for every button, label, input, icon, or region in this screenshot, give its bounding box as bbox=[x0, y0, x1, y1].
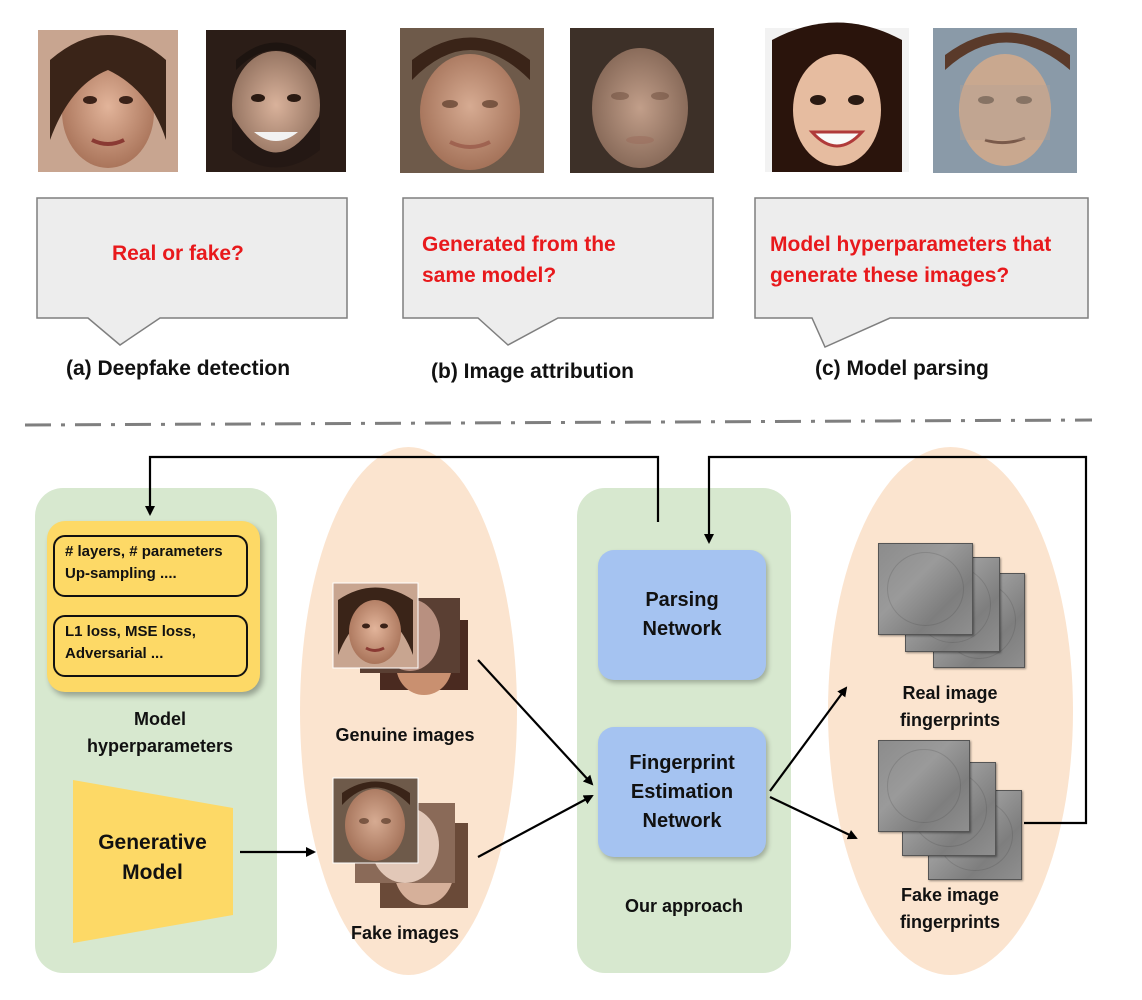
fake-images-label: Fake images bbox=[350, 923, 460, 943]
fake-images-stack bbox=[332, 777, 468, 908]
arrow-network-to-fake-fingerprints bbox=[769, 796, 858, 840]
top-graphics bbox=[24, 22, 1093, 427]
fake-fingerprints-label: Fake image fingerprints bbox=[899, 885, 1000, 932]
arrow-parsing-to-hyperparameters bbox=[145, 455, 660, 522]
parsing-network: Parsing Network bbox=[598, 550, 766, 680]
face-generated-2 bbox=[570, 28, 714, 173]
generative-model-label: Generative Model bbox=[98, 831, 207, 884]
speech-bubble-a bbox=[36, 197, 348, 346]
question-deepfake-detection: Real or fake? bbox=[112, 242, 244, 265]
face-real-woman bbox=[38, 30, 178, 172]
arrow-fingerprints-to-parsing bbox=[704, 455, 1088, 825]
hyper-item-loss: L1 loss, MSE loss, Adversarial ... bbox=[53, 615, 248, 677]
caption-deepfake-detection: (a) Deepfake detection bbox=[66, 357, 291, 380]
fingerprint-estimation-network: Fingerprint Estimation Network bbox=[598, 727, 766, 857]
speech-bubble-c bbox=[754, 197, 1089, 348]
fingerprints-oval bbox=[828, 447, 1073, 975]
speech-bubble-b bbox=[402, 197, 714, 346]
our-approach-label: Our approach bbox=[624, 896, 744, 916]
hyperparameter-label: Model hyperparameters bbox=[86, 709, 234, 756]
arrow-network-to-real-fingerprints bbox=[769, 686, 848, 792]
face-generated-1 bbox=[400, 28, 544, 173]
question-model-parsing: Model hyperparameters that generate thes… bbox=[770, 233, 1052, 287]
section-divider bbox=[24, 418, 1093, 427]
real-fingerprints-label: Real image fingerprints bbox=[899, 683, 1000, 730]
face-smiling-woman bbox=[765, 22, 909, 172]
real-fingerprint-1 bbox=[878, 543, 973, 635]
hyper-item-architecture: # layers, # parameters Up-sampling .... bbox=[53, 535, 248, 597]
generative-model-shape bbox=[73, 780, 233, 943]
hyperparameter-card: # layers, # parameters Up-sampling .... … bbox=[47, 521, 260, 692]
caption-model-parsing: (c) Model parsing bbox=[815, 357, 989, 380]
arrow-fake-to-network bbox=[477, 795, 594, 858]
face-real-man bbox=[206, 30, 346, 172]
question-image-attribution: Generated from the same model? bbox=[422, 233, 616, 287]
face-distorted bbox=[933, 28, 1077, 173]
genuine-images-stack bbox=[332, 582, 468, 695]
caption-image-attribution: (b) Image attribution bbox=[431, 360, 634, 383]
arrow-genuine-to-network bbox=[477, 659, 594, 786]
fake-fingerprint-1 bbox=[878, 740, 970, 832]
genuine-images-label: Genuine images bbox=[335, 725, 475, 745]
